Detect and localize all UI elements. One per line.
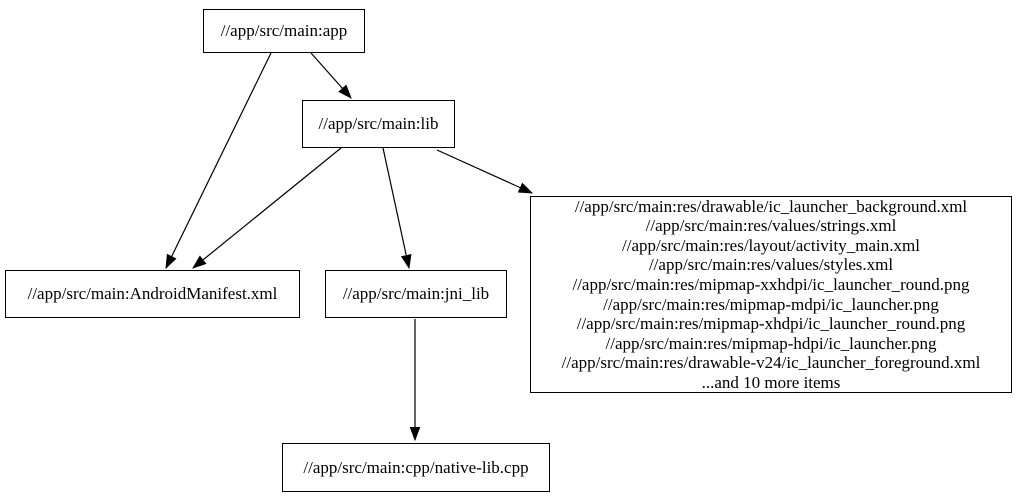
node-app-label: //app/src/main:app	[220, 21, 348, 41]
edge-lib-to-jni-lib	[382, 147, 412, 270]
node-android-manifest-label: //app/src/main:AndroidManifest.xml	[27, 284, 278, 304]
node-jni-lib-label: //app/src/main:jni_lib	[342, 284, 490, 304]
node-app: //app/src/main:app	[203, 9, 365, 53]
node-lib: //app/src/main:lib	[302, 100, 455, 148]
edge-lib-to-manifest	[192, 147, 342, 269]
node-res-group: //app/src/main:res/drawable/ic_launcher_…	[530, 196, 1012, 393]
edge-lib-to-res	[436, 149, 534, 194]
node-android-manifest: //app/src/main:AndroidManifest.xml	[5, 270, 300, 318]
node-jni-lib: //app/src/main:jni_lib	[325, 270, 507, 318]
node-lib-label: //app/src/main:lib	[318, 114, 439, 134]
node-res-group-label: //app/src/main:res/drawable/ic_launcher_…	[561, 196, 981, 392]
node-native-cpp: //app/src/main:cpp/native-lib.cpp	[282, 443, 550, 492]
edge-app-to-manifest	[165, 52, 272, 270]
node-native-cpp-label: //app/src/main:cpp/native-lib.cpp	[303, 457, 529, 477]
edge-app-to-lib	[310, 52, 352, 99]
